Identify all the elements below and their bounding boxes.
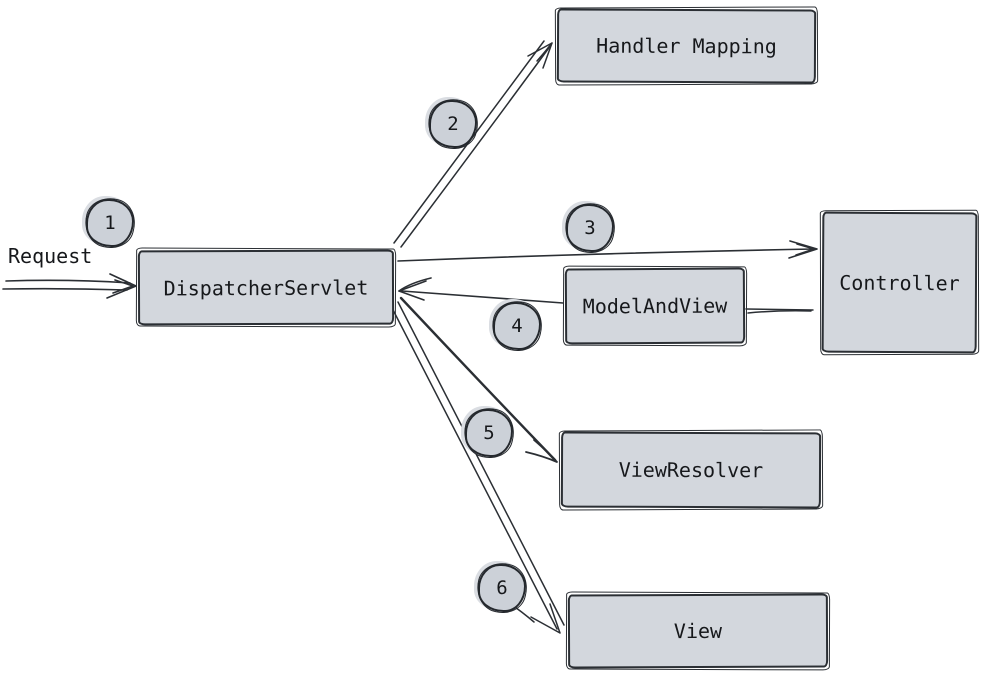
node-view-resolver: ViewResolver <box>560 431 822 509</box>
step-number: 4 <box>511 315 523 337</box>
step-number: 5 <box>483 422 495 444</box>
node-label: View <box>673 618 723 644</box>
step-number: 2 <box>447 113 459 135</box>
arrow-step-2 <box>393 40 553 248</box>
node-label: ViewResolver <box>618 457 764 483</box>
node-dispatcher-servlet: DispatcherServlet <box>137 249 395 326</box>
request-label: Request <box>8 244 93 268</box>
arrow-step-5 <box>399 296 558 463</box>
node-label: ModelAndView <box>582 293 728 319</box>
step-badge-4: 4 <box>493 302 541 350</box>
arrow-step-6 <box>390 301 565 634</box>
node-label: Handler Mapping <box>596 33 777 59</box>
arrow-request <box>2 273 137 299</box>
step-number: 6 <box>496 577 508 599</box>
node-handler-mapping: Handler Mapping <box>556 8 817 84</box>
node-view: View <box>567 593 829 669</box>
node-label: Controller <box>839 270 960 295</box>
node-controller: Controller <box>821 211 978 354</box>
node-label: DispatcherServlet <box>163 275 369 300</box>
step-badge-3: 3 <box>566 204 614 252</box>
step-badge-5: 5 <box>465 409 513 457</box>
node-model-and-view: ModelAndView <box>564 267 746 345</box>
connector-controller-modelandview <box>745 308 814 314</box>
step-badge-2: 2 <box>429 100 477 148</box>
step-badge-1: 1 <box>86 199 134 247</box>
step-number: 3 <box>584 217 596 239</box>
arrow-step-3 <box>397 240 818 262</box>
step-badge-6: 6 <box>478 564 526 612</box>
step-number: 1 <box>104 212 116 234</box>
arrow-step-4 <box>398 277 564 304</box>
